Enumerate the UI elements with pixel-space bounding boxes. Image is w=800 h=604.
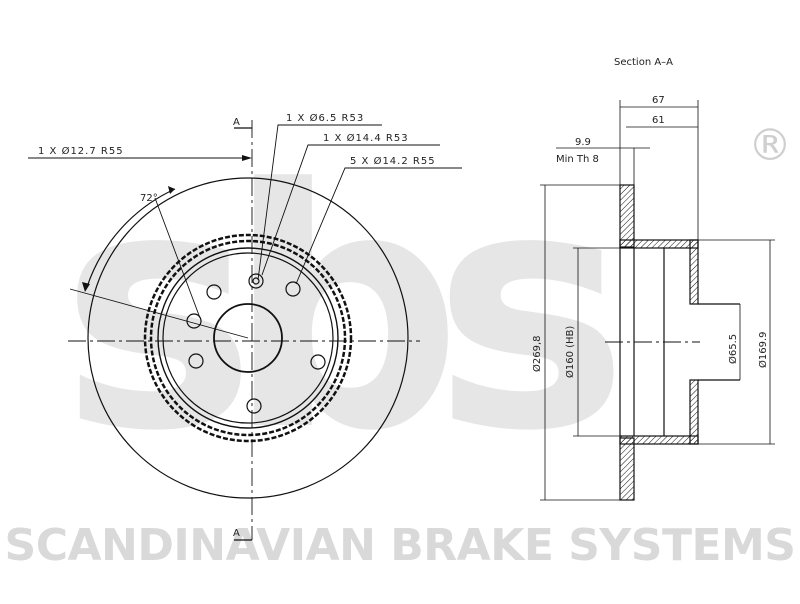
dim-hat-outer: Ø169.9 bbox=[757, 332, 769, 369]
angle-radial-line bbox=[69, 288, 249, 339]
callout-hole-6-5: 1 X Ø6.5 R53 bbox=[286, 112, 364, 124]
angle-radial-line bbox=[154, 197, 201, 319]
hat-edge bbox=[162, 252, 334, 424]
dim-width-inner: 61 bbox=[652, 115, 665, 126]
callout-bolt-holes: 5 X Ø14.2 R55 bbox=[350, 155, 436, 167]
locator-hole-small bbox=[252, 277, 260, 285]
center-bore bbox=[213, 303, 283, 373]
leader-bolt-holes bbox=[295, 167, 462, 285]
leader-arrow bbox=[242, 155, 252, 161]
section-view bbox=[540, 100, 775, 501]
bolt-hole bbox=[246, 398, 262, 414]
front-view bbox=[28, 120, 462, 541]
dim-width-total: 67 bbox=[652, 95, 665, 106]
company-name-watermark: SCANDINAVIAN BRAKE SYSTEMS bbox=[5, 520, 796, 571]
hat-wall-upper bbox=[619, 239, 699, 249]
dim-thickness: 9.9 bbox=[575, 137, 591, 148]
dim-center-bore: Ø65.5 bbox=[727, 334, 739, 364]
friction-ring-upper bbox=[619, 184, 635, 248]
sbs-logo-text: sbs bbox=[60, 119, 618, 503]
hat-ring bbox=[157, 247, 339, 429]
bolt-hole bbox=[310, 354, 326, 370]
hat-face-upper bbox=[689, 239, 699, 305]
callout-hole-12-7: 1 X Ø12.7 R55 bbox=[38, 145, 124, 157]
dim-hat-diameter: Ø160 (HB) bbox=[564, 326, 576, 378]
section-marker-bottom: A bbox=[233, 528, 240, 539]
locator-hole-large bbox=[248, 273, 264, 289]
sbs-logo-watermark: sbs ® bbox=[60, 119, 792, 503]
hat-wall-lower bbox=[619, 435, 699, 445]
section-title: Section A–A bbox=[614, 57, 673, 68]
vent-ring-inner bbox=[149, 239, 347, 437]
dim-min-thickness: Min Th 8 bbox=[556, 154, 599, 165]
registered-mark: ® bbox=[748, 120, 792, 171]
callout-hole-14-4: 1 X Ø14.4 R53 bbox=[323, 132, 409, 144]
dim-outer-diameter: Ø269,8 bbox=[531, 336, 543, 373]
leader-hole-6-5 bbox=[257, 124, 382, 281]
hat-face-lower bbox=[689, 379, 699, 445]
disc-outer-edge bbox=[87, 177, 409, 499]
friction-ring-lower bbox=[619, 437, 635, 501]
bolt-hole bbox=[188, 353, 204, 369]
angle-arrow bbox=[168, 186, 175, 194]
vent-ring-outer bbox=[143, 233, 353, 443]
leader-hole-14-4 bbox=[261, 144, 440, 276]
section-marker-top: A bbox=[233, 117, 240, 128]
angle-arrow bbox=[82, 282, 90, 292]
angle-label: 72° bbox=[140, 193, 158, 204]
angle-arc bbox=[86, 188, 176, 288]
bolt-hole bbox=[285, 281, 301, 297]
bolt-hole bbox=[206, 284, 222, 300]
